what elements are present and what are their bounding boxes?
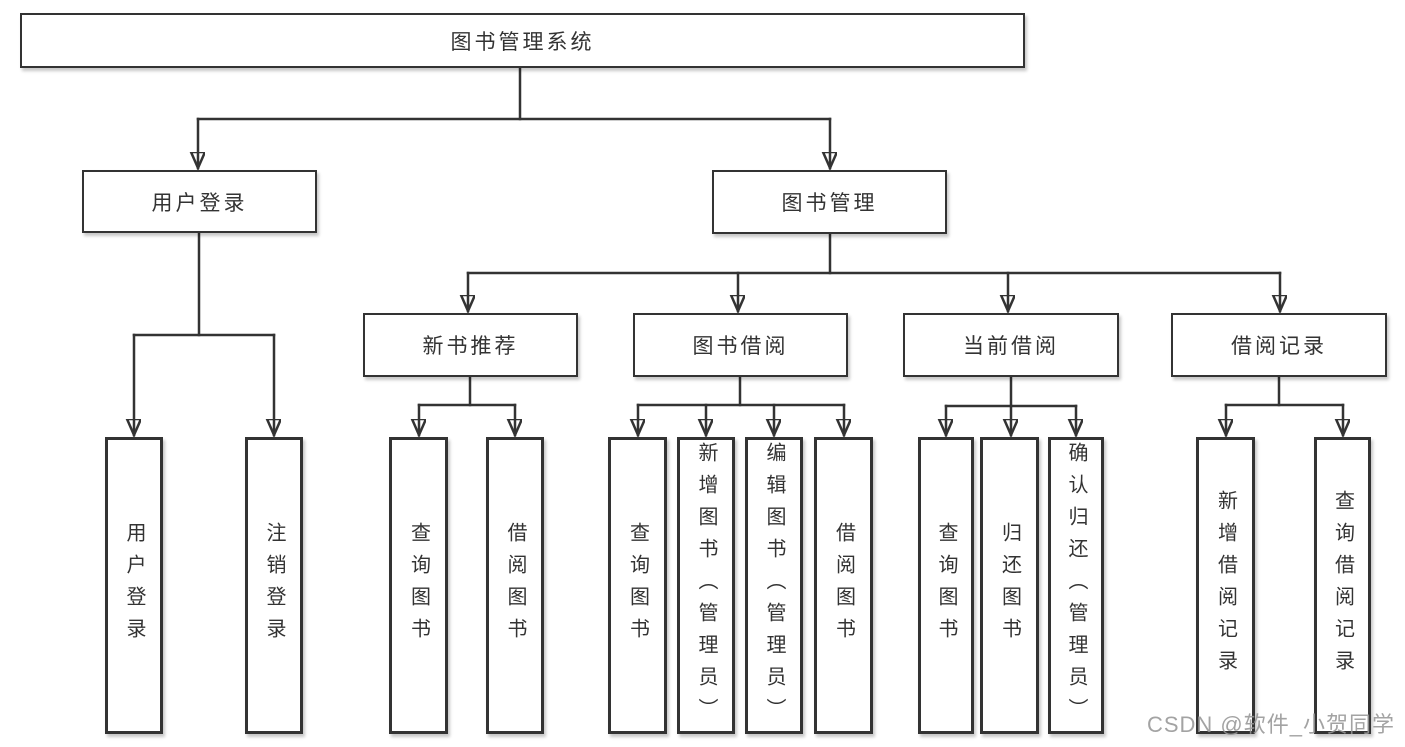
leaf-logout-label: 注销登录 bbox=[263, 521, 285, 650]
leaf-records-query-record: 查询借阅记录 bbox=[1314, 437, 1371, 734]
leaf-borrowing-query-books: 查询图书 bbox=[608, 437, 667, 734]
leaf-borrowing-query-books-label: 查询图书 bbox=[626, 521, 649, 650]
node-borrowing-records: 借阅记录 bbox=[1171, 313, 1387, 377]
node-root-label: 图书管理系统 bbox=[450, 30, 595, 54]
node-new-book-recommend-label: 新书推荐 bbox=[422, 335, 519, 358]
leaf-recommend-borrow-books-label: 借阅图书 bbox=[504, 521, 526, 650]
leaf-records-query-record-label: 查询借阅记录 bbox=[1331, 489, 1354, 682]
node-borrowing-records-label: 借阅记录 bbox=[1231, 335, 1327, 358]
leaf-borrowing-edit-books: 编辑图书（管理员） bbox=[745, 437, 803, 734]
leaf-logout: 注销登录 bbox=[245, 437, 303, 734]
node-current-borrowing-label: 当前借阅 bbox=[963, 335, 1059, 358]
leaf-recommend-query-books: 查询图书 bbox=[389, 437, 448, 734]
node-user-login: 用户登录 bbox=[82, 170, 317, 233]
leaf-user-login-label: 用户登录 bbox=[123, 521, 145, 650]
leaf-user-login: 用户登录 bbox=[105, 437, 163, 734]
node-book-management-label: 图书管理 bbox=[781, 192, 878, 215]
node-current-borrowing: 当前借阅 bbox=[903, 313, 1119, 377]
leaf-borrowing-add-books-label: 新增图书（管理员） bbox=[695, 441, 717, 730]
leaf-borrowing-borrow-books-label: 借阅图书 bbox=[832, 521, 855, 650]
node-root: 图书管理系统 bbox=[20, 13, 1025, 68]
leaf-current-return-books: 归还图书 bbox=[980, 437, 1039, 734]
node-new-book-recommend: 新书推荐 bbox=[363, 313, 578, 377]
node-user-login-label: 用户登录 bbox=[151, 191, 248, 215]
node-book-borrowing-label: 图书借阅 bbox=[692, 335, 789, 358]
leaf-recommend-borrow-books: 借阅图书 bbox=[486, 437, 544, 734]
leaf-records-add-record: 新增借阅记录 bbox=[1196, 437, 1255, 734]
leaf-recommend-query-books-label: 查询图书 bbox=[407, 521, 430, 650]
leaf-current-return-books-label: 归还图书 bbox=[998, 521, 1021, 650]
leaf-borrowing-edit-books-label: 编辑图书（管理员） bbox=[763, 441, 785, 730]
node-book-borrowing: 图书借阅 bbox=[633, 313, 848, 377]
leaf-current-query-books-label: 查询图书 bbox=[935, 521, 957, 650]
node-book-management: 图书管理 bbox=[712, 170, 947, 234]
leaf-current-confirm-return: 确认归还（管理员） bbox=[1048, 437, 1104, 734]
leaf-current-confirm-return-label: 确认归还（管理员） bbox=[1065, 441, 1087, 730]
leaf-borrowing-borrow-books: 借阅图书 bbox=[814, 437, 873, 734]
leaf-records-add-record-label: 新增借阅记录 bbox=[1214, 489, 1237, 682]
csdn-watermark: CSDN @软件_小贺同学 bbox=[1146, 712, 1395, 737]
leaf-current-query-books: 查询图书 bbox=[918, 437, 974, 734]
leaf-borrowing-add-books: 新增图书（管理员） bbox=[677, 437, 735, 734]
